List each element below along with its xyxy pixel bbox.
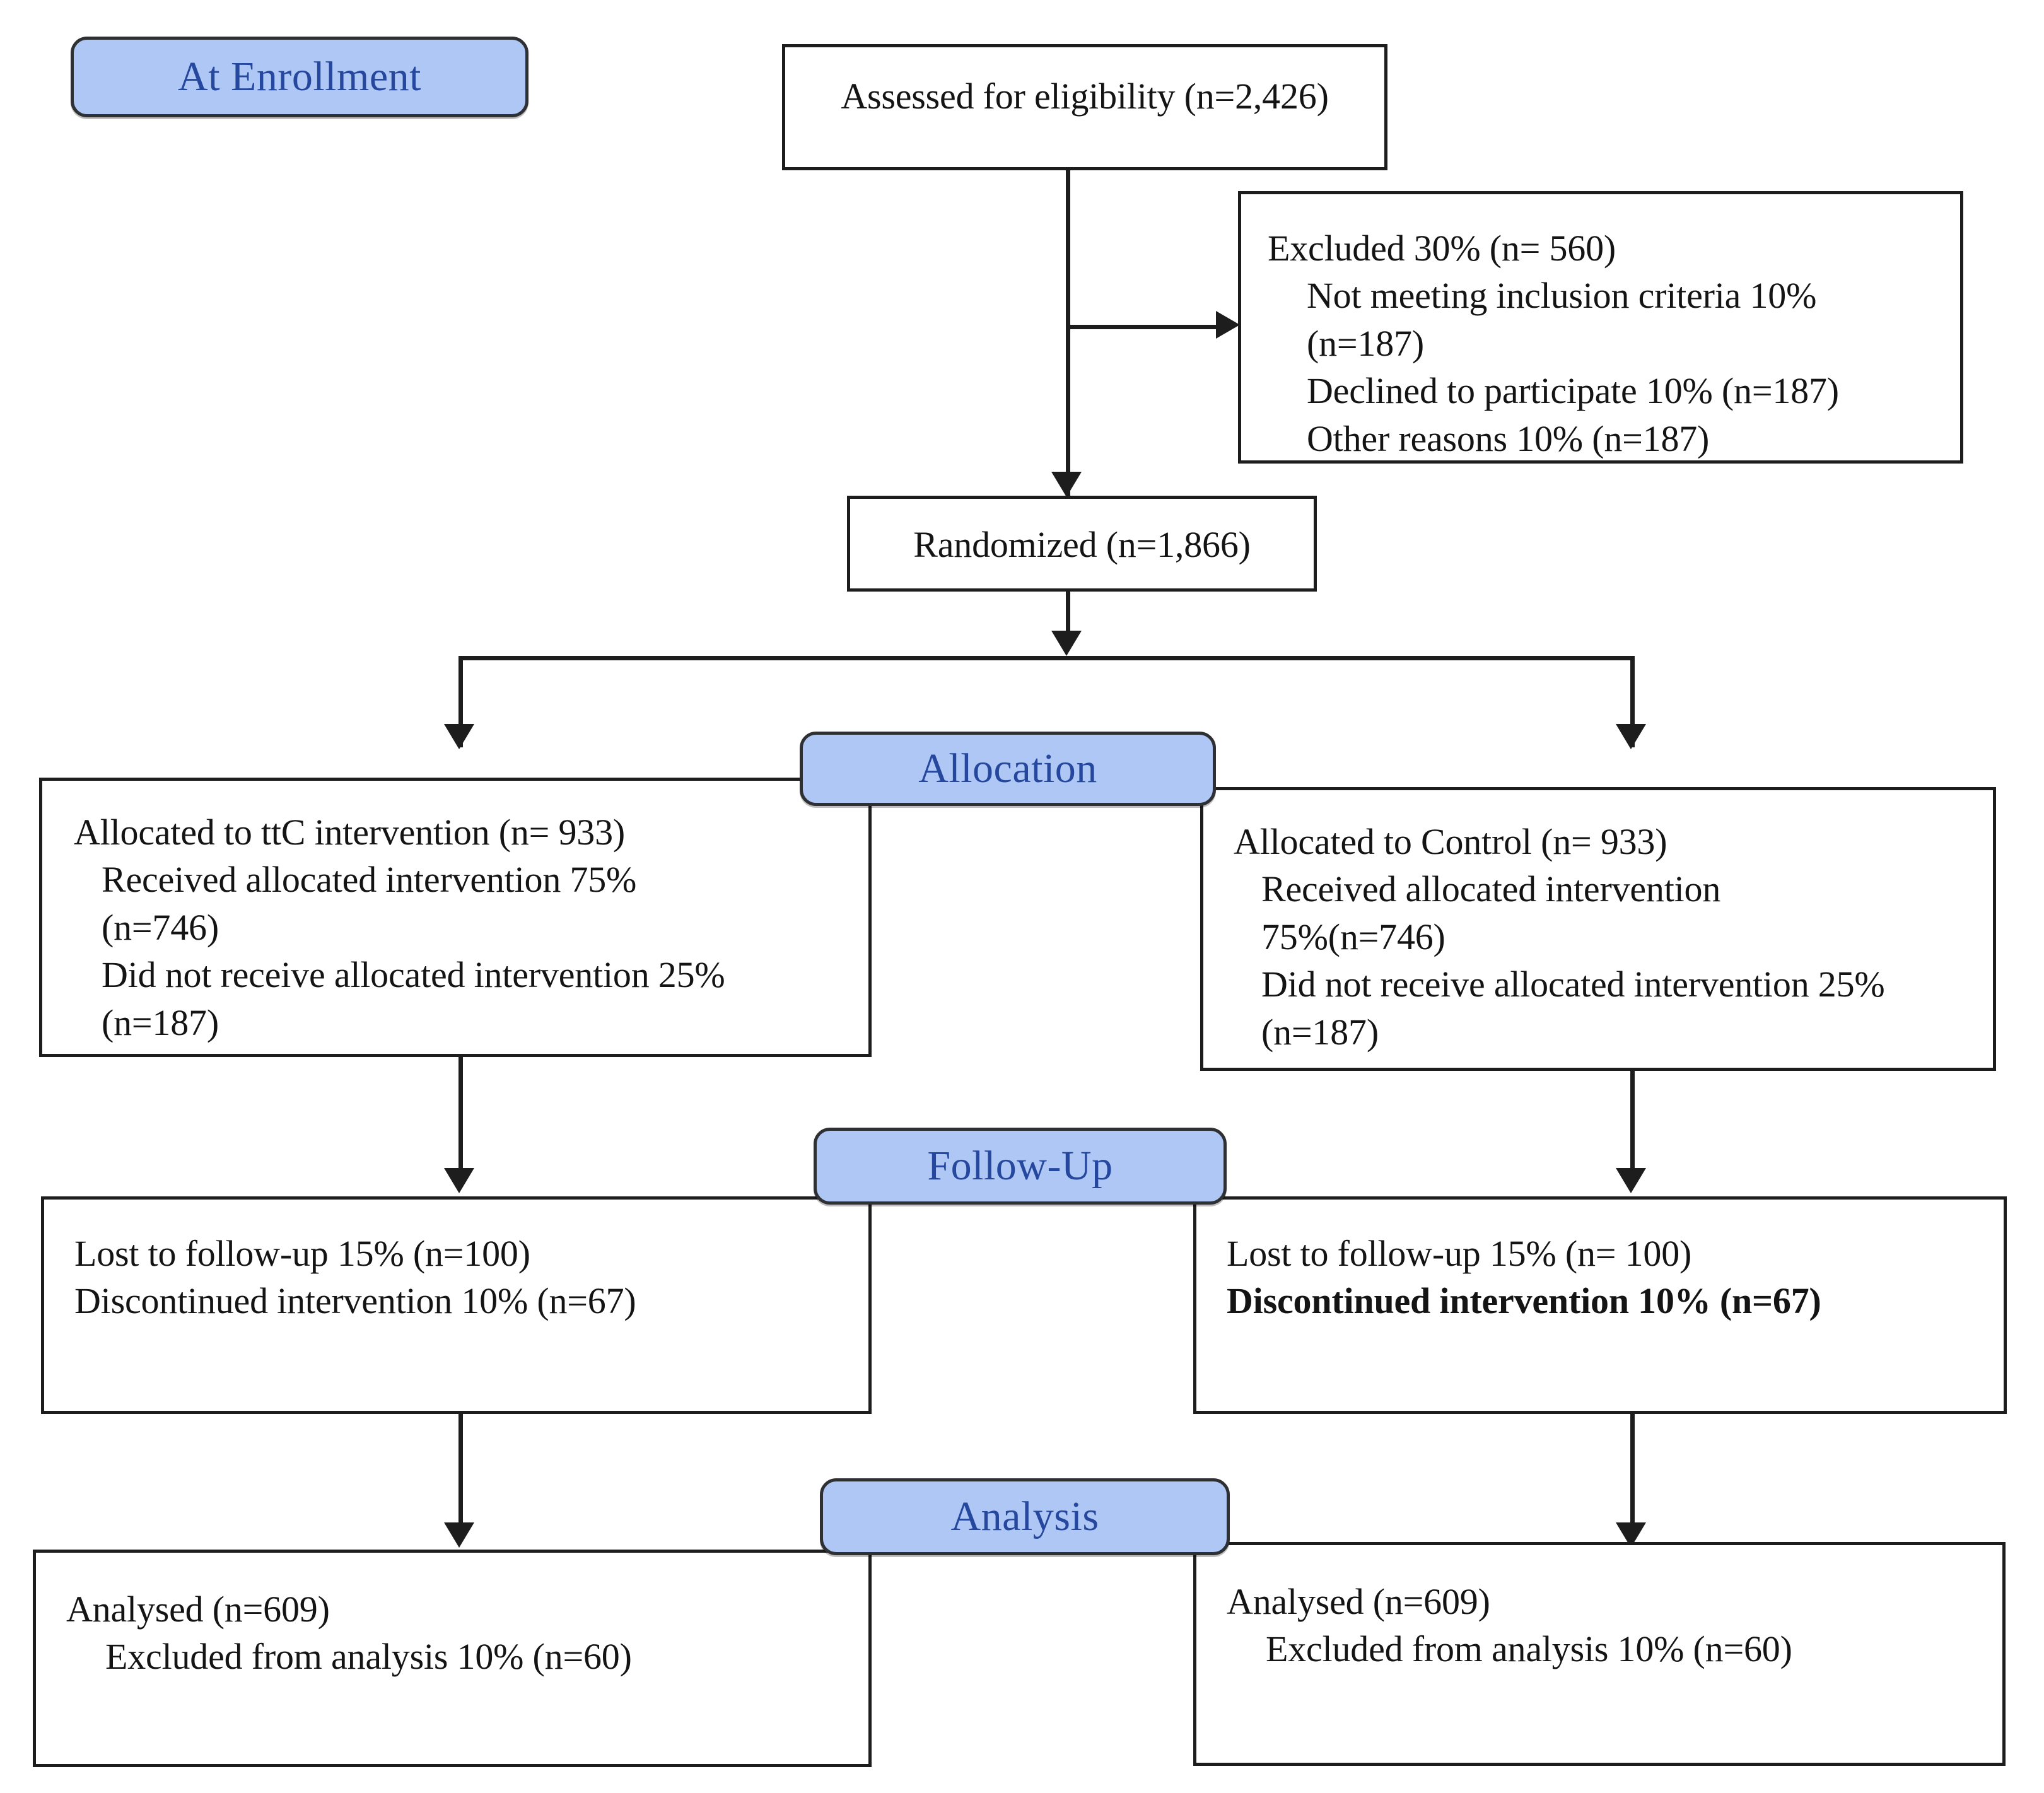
box-allocated-control-line-3: 75%(n=746)	[1261, 916, 1445, 957]
connector-randomized-down	[1066, 592, 1070, 641]
stage-badge-analysis: Analysis	[820, 1478, 1230, 1555]
connector-followup-to-analysis-intervention	[458, 1414, 463, 1526]
box-followup-control-line-1: Lost to follow-up 15% (n= 100)	[1227, 1233, 1692, 1274]
stage-badge-enrollment-label: At Enrollment	[178, 54, 421, 100]
box-excluded-line-3: (n=187)	[1307, 322, 1424, 364]
arrowhead-followup-control-in	[1616, 1168, 1646, 1193]
connector-followup-to-analysis-control	[1630, 1414, 1635, 1526]
connector-split-to-allocation-control	[1630, 656, 1635, 747]
stage-badge-allocation: Allocation	[800, 732, 1216, 806]
box-excluded-line-1: Excluded 30% (n= 560)	[1268, 228, 1616, 269]
arrowhead-randomized-in	[1051, 472, 1082, 497]
connector-split-to-allocation-intervention	[458, 656, 463, 747]
box-analysis-intervention-line-2: Excluded from analysis 10% (n=60)	[105, 1636, 632, 1678]
stage-badge-followup-label: Follow-Up	[927, 1143, 1113, 1189]
box-allocated-intervention-line-3: (n=746)	[102, 906, 219, 948]
connector-allocation-to-followup-control	[1630, 1071, 1635, 1171]
box-randomized-line-1: Randomized (n=1,866)	[913, 524, 1251, 565]
box-allocated-control-line-2: Received allocated intervention	[1261, 868, 1721, 910]
box-allocated-control: Allocated to Control (n= 933) Received a…	[1200, 787, 1996, 1071]
box-excluded-line-5: Other reasons 10% (n=187)	[1307, 418, 1710, 459]
box-allocated-control-line-1: Allocated to Control (n= 933)	[1234, 821, 1667, 862]
stage-badge-followup: Follow-Up	[814, 1128, 1227, 1205]
box-allocated-control-line-4: Did not receive allocated intervention 2…	[1261, 964, 1885, 1005]
stage-badge-analysis-label: Analysis	[950, 1493, 1099, 1539]
box-followup-control: Lost to follow-up 15% (n= 100) Discontin…	[1193, 1196, 2007, 1414]
box-excluded: Excluded 30% (n= 560) Not meeting inclus…	[1238, 191, 1963, 464]
split-bar-allocation	[458, 656, 1635, 660]
box-randomized: Randomized (n=1,866)	[847, 496, 1317, 592]
box-followup-control-line-2: Discontinued intervention 10% (n=67)	[1227, 1280, 1821, 1322]
box-analysis-intervention: Analysed (n=609) Excluded from analysis …	[33, 1550, 872, 1767]
box-allocated-intervention-line-4: Did not receive allocated intervention 2…	[102, 954, 725, 996]
connector-assessed-to-randomized	[1066, 169, 1070, 497]
arrowhead-excluded-in	[1216, 311, 1240, 339]
stage-badge-allocation-label: Allocation	[918, 745, 1097, 791]
box-allocated-intervention: Allocated to ttC intervention (n= 933) R…	[39, 778, 872, 1057]
arrowhead-followup-intervention-in	[444, 1168, 474, 1193]
box-analysis-intervention-line-1: Analysed (n=609)	[66, 1589, 330, 1630]
box-analysis-control-line-1: Analysed (n=609)	[1227, 1581, 1490, 1622]
box-assessed-line-1: Assessed for eligibility (n=2,426)	[841, 76, 1329, 117]
box-allocated-intervention-line-1: Allocated to ttC intervention (n= 933)	[74, 812, 625, 853]
box-assessed-for-eligibility: Assessed for eligibility (n=2,426)	[782, 44, 1387, 170]
box-allocated-control-line-5: (n=187)	[1261, 1011, 1379, 1053]
box-followup-intervention: Lost to follow-up 15% (n=100) Discontinu…	[41, 1196, 872, 1414]
arrowhead-split-in	[1051, 631, 1082, 656]
arrowhead-analysis-intervention-in	[444, 1522, 474, 1548]
box-excluded-line-4: Declined to participate 10% (n=187)	[1307, 370, 1839, 412]
box-allocated-intervention-line-2: Received allocated intervention 75%	[102, 859, 637, 901]
box-analysis-control-line-2: Excluded from analysis 10% (n=60)	[1266, 1628, 1792, 1670]
arrowhead-allocation-control-in	[1616, 724, 1646, 749]
box-analysis-control: Analysed (n=609) Excluded from analysis …	[1193, 1542, 2006, 1766]
stage-badge-enrollment: At Enrollment	[71, 37, 529, 117]
box-excluded-line-2: Not meeting inclusion criteria 10%	[1307, 275, 1817, 317]
arrowhead-allocation-intervention-in	[444, 724, 474, 749]
connector-to-excluded	[1066, 325, 1223, 329]
box-allocated-intervention-line-5: (n=187)	[102, 1002, 219, 1043]
box-followup-intervention-line-1: Lost to follow-up 15% (n=100)	[74, 1233, 530, 1274]
box-followup-intervention-line-2: Discontinued intervention 10% (n=67)	[74, 1280, 636, 1322]
connector-allocation-to-followup-intervention	[458, 1057, 463, 1171]
